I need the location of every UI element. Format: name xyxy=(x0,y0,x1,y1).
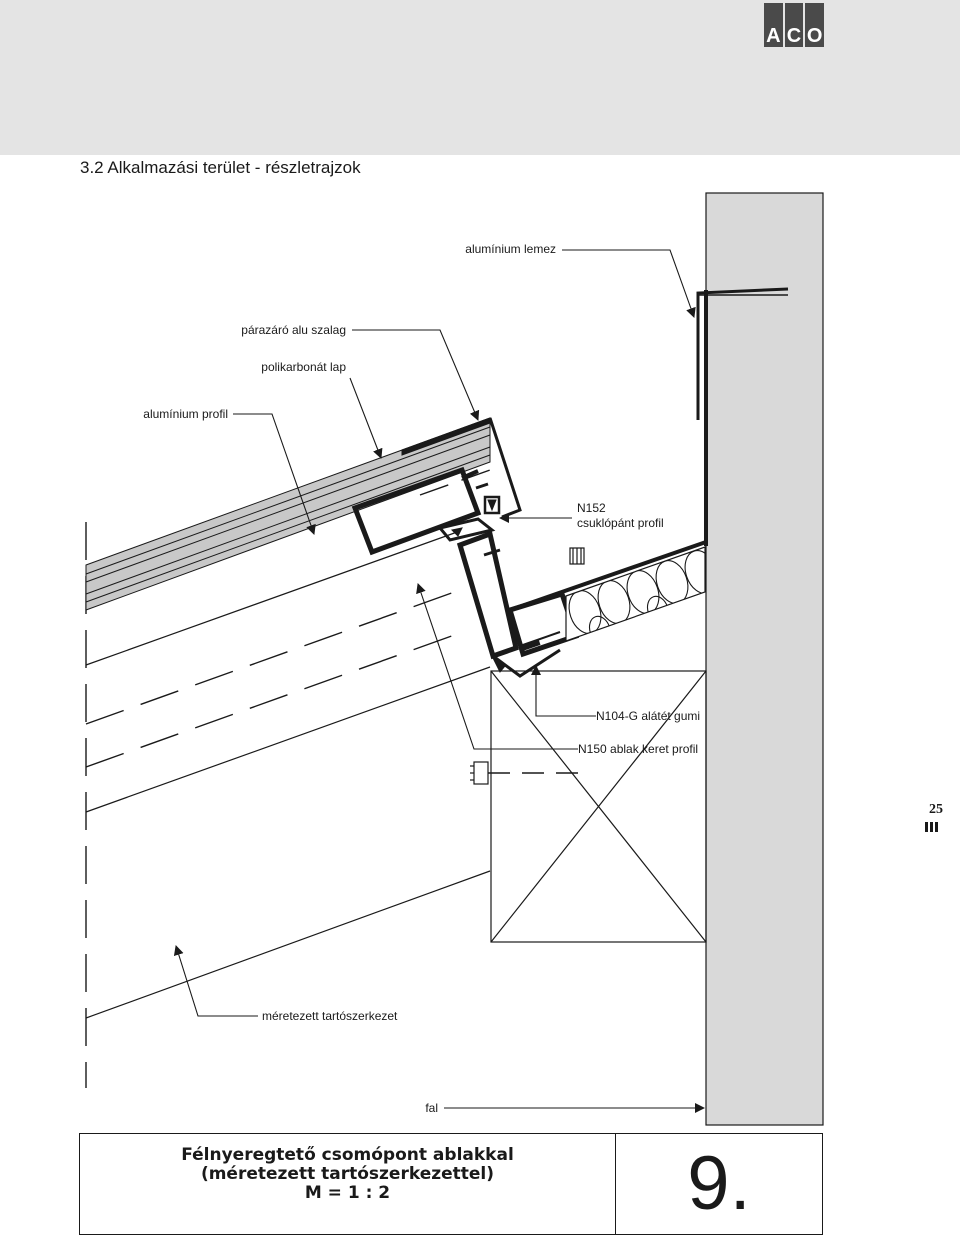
label-support-structure: méretezett tartószerkezet xyxy=(262,1009,398,1023)
roof-panel-polycarbonate xyxy=(85,417,491,611)
insulation xyxy=(565,546,706,642)
logo-letter-c: C xyxy=(784,3,804,47)
leader-lines xyxy=(173,249,705,1113)
label-rubber-gasket: N104-G alátét gumi xyxy=(596,709,700,723)
leader-gasket xyxy=(531,665,596,717)
page-marks xyxy=(925,822,938,832)
screw-icon xyxy=(470,761,489,785)
leader-aluminium-profile xyxy=(233,413,316,535)
label-hinge-code: N152 xyxy=(577,501,606,515)
leader-vapour-tape xyxy=(352,329,480,421)
logo-letter-o: O xyxy=(805,3,825,47)
label-window-frame: N150 ablak keret profil xyxy=(578,742,698,756)
title-line-1: Félnyeregtető csomópont ablakkal xyxy=(181,1145,514,1165)
wall-flashing-bottom xyxy=(509,540,707,612)
label-wall: fal xyxy=(425,1101,438,1115)
leader-support xyxy=(173,945,258,1017)
timber-block xyxy=(490,670,707,943)
leader-aluminium-sheet xyxy=(562,249,696,318)
title-block: Félnyeregtető csomópont ablakkal (mérete… xyxy=(79,1133,823,1235)
page-number: 25 xyxy=(929,802,943,817)
wall xyxy=(705,192,824,1126)
title-scale: M = 1 : 2 xyxy=(304,1183,391,1203)
title-divider xyxy=(615,1134,616,1234)
aco-logo: A C O xyxy=(764,3,825,47)
hinge-profile-n152 xyxy=(437,495,501,542)
label-aluminium-sheet: alumínium lemez xyxy=(465,242,556,256)
leader-window-frame xyxy=(416,583,578,750)
title-line-2: (méretezett tartószerkezettel) xyxy=(200,1164,495,1184)
leader-polycarbonate xyxy=(349,377,383,459)
label-hinge-desc: csuklópánt profil xyxy=(577,516,664,530)
section-title: 3.2 Alkalmazási terület - részletrajzok xyxy=(80,158,361,177)
screw-icon xyxy=(569,547,585,565)
aluminium-profile xyxy=(351,466,482,556)
label-aluminium-profile: alumínium profil xyxy=(143,407,228,421)
aluminium-sheet xyxy=(696,287,789,420)
label-polycarbonate: polikarbonát lap xyxy=(261,360,346,374)
logo-letter-a: A xyxy=(764,3,783,47)
panel-support-lines xyxy=(85,469,491,1019)
label-vapour-tape: párazáró alu szalag xyxy=(241,323,346,337)
detail-number: 9. xyxy=(687,1141,751,1226)
title-text: Félnyeregtető csomópont ablakkal (mérete… xyxy=(80,1146,615,1203)
